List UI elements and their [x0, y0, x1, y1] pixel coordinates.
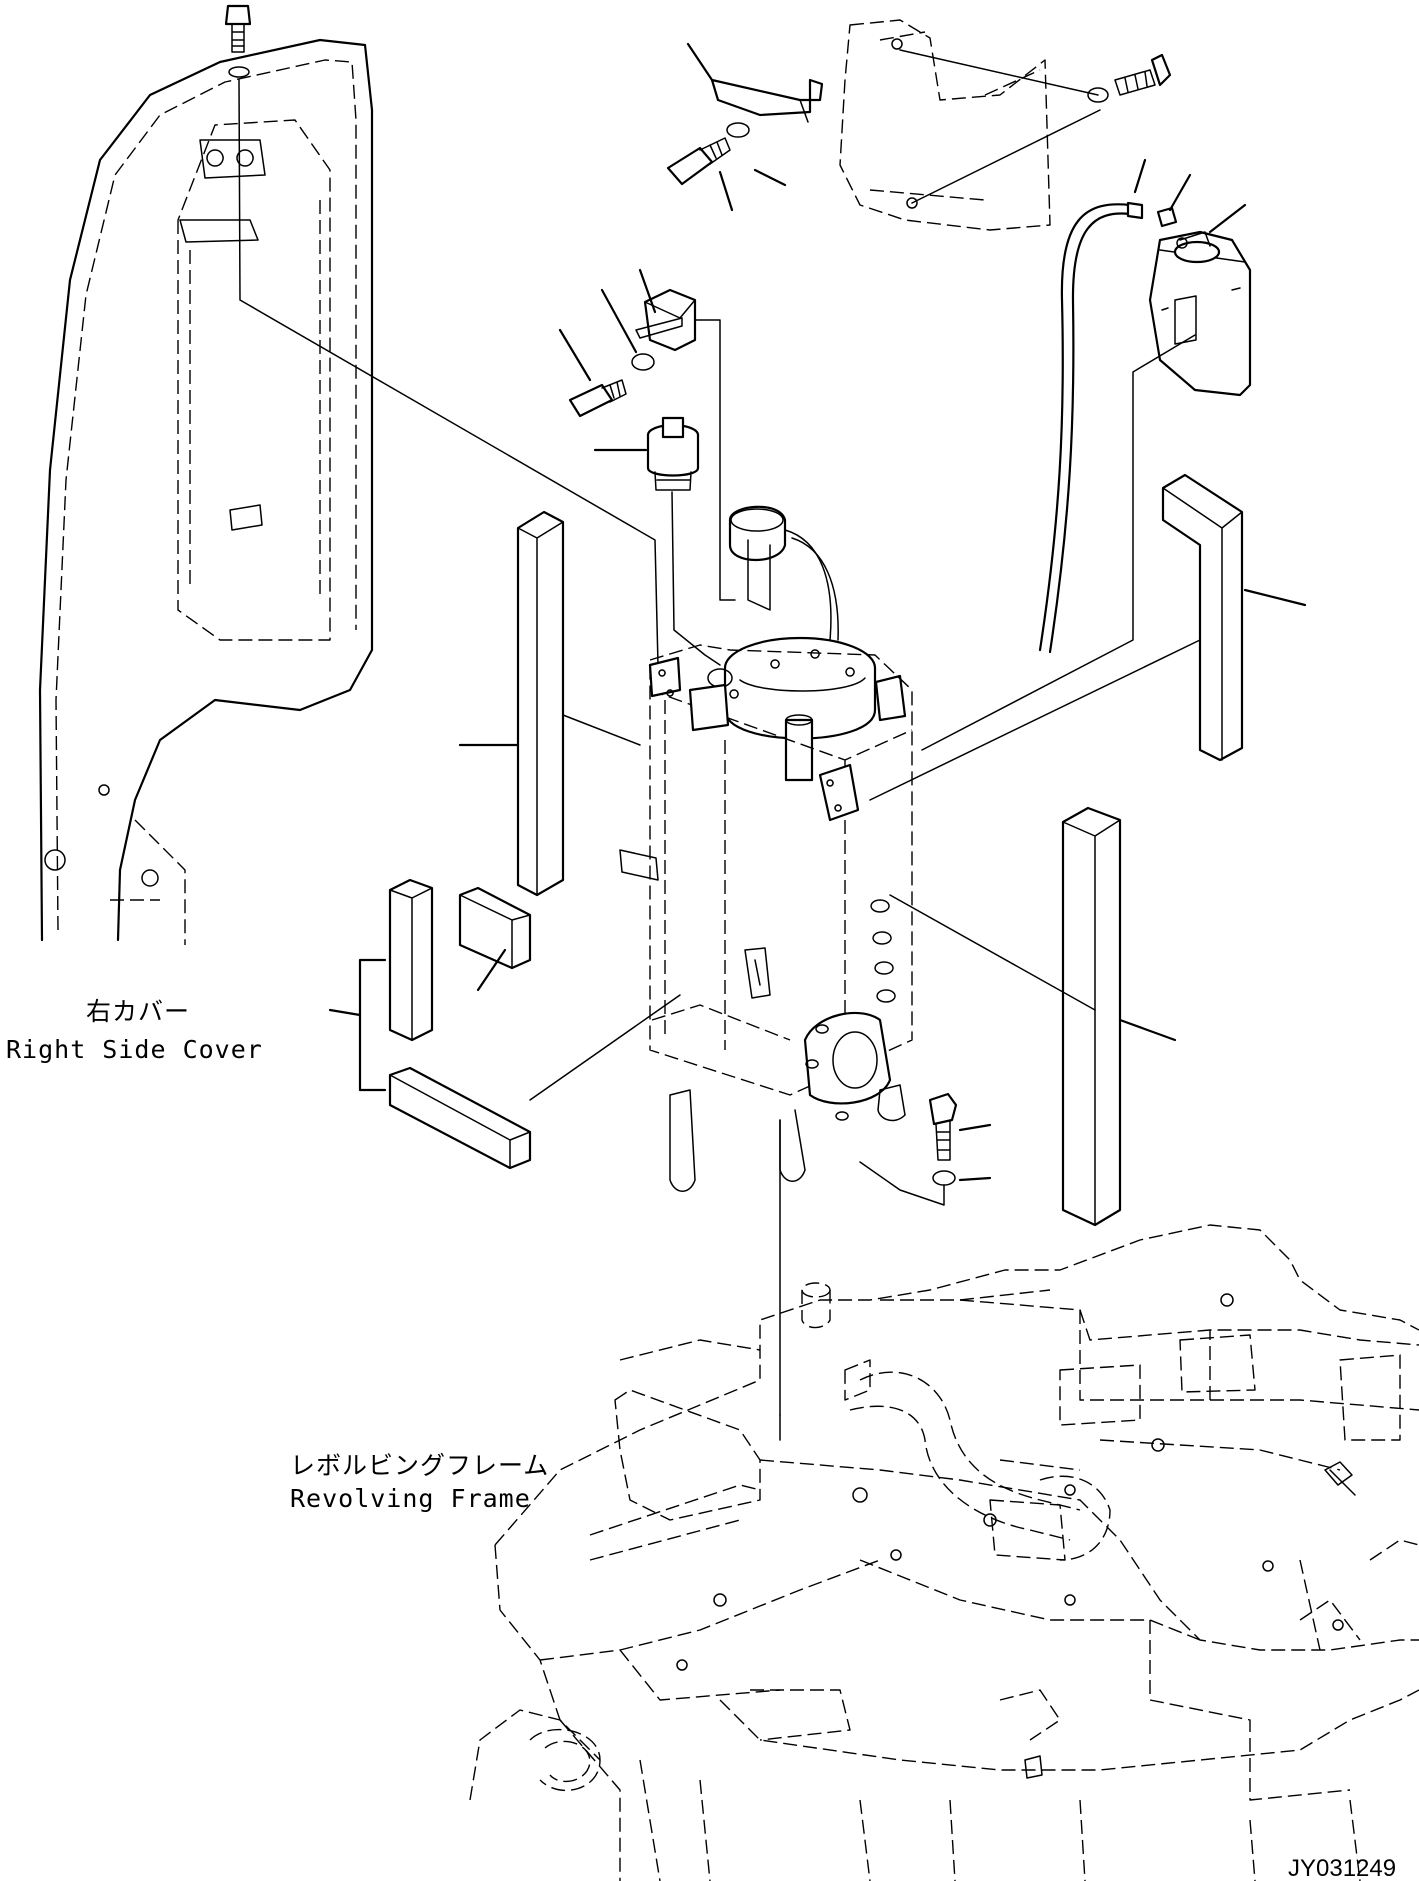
drawing-code: JY031249 — [1288, 1855, 1396, 1881]
main-block-assembly — [619, 505, 913, 1416]
revolving-frame-label-en: Revolving Frame — [290, 1484, 531, 1513]
right-side-cover-label-jp: 右カバー — [86, 997, 190, 1026]
small-bracket-and-sensor — [558, 268, 736, 666]
revolving-frame — [469, 1224, 1419, 1881]
seal-strips — [328, 473, 1307, 1227]
bolt-and-washer — [859, 1092, 992, 1206]
right-side-cover-label-en: Right Side Cover — [6, 1035, 263, 1064]
upper-bracket-plate — [666, 19, 1172, 231]
right-side-cover — [38, 4, 659, 945]
revolving-frame-label-jp: レボルビングフレーム — [290, 1451, 549, 1480]
hose-and-reservoir-tank — [921, 158, 1252, 751]
